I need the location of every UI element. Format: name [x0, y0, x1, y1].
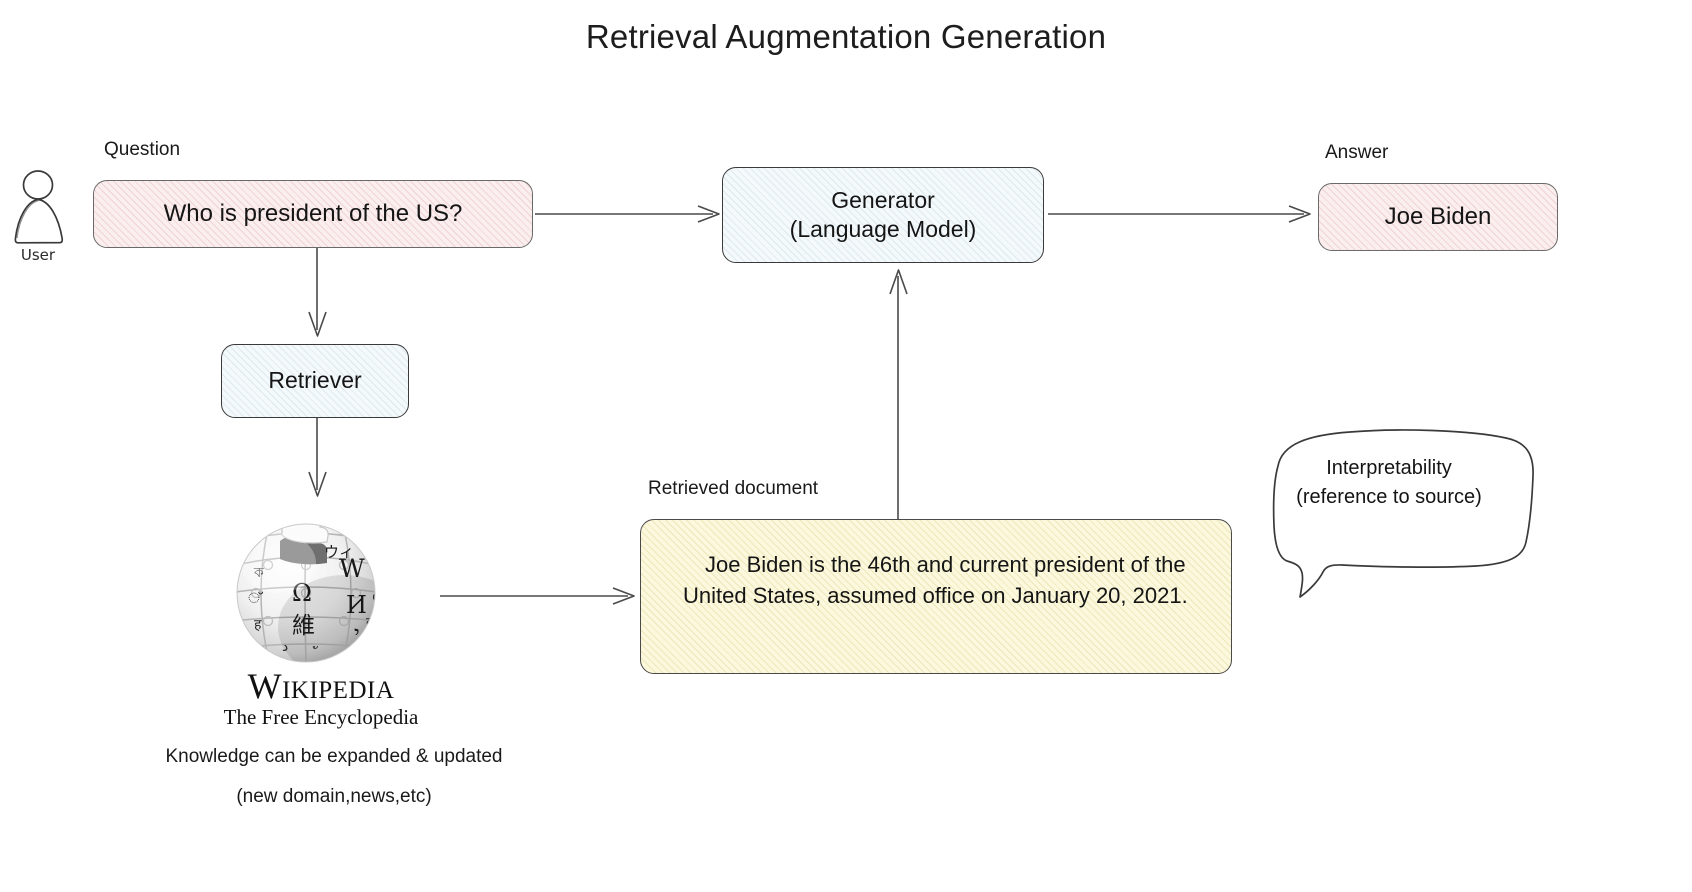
- bubble-line-1: Interpretability: [1326, 457, 1452, 479]
- svg-text:W: W: [339, 554, 365, 583]
- arrow-question-to-generator: [533, 196, 733, 232]
- retrieved-document-caption: Retrieved document: [648, 478, 819, 499]
- user-person-icon: [8, 168, 70, 248]
- arrow-document-to-generator: [880, 262, 922, 524]
- generator-line-1: Generator: [831, 186, 935, 213]
- svg-text:ह: ह: [254, 617, 262, 633]
- svg-text:ウィ: ウィ: [324, 543, 354, 561]
- retrieved-document-box[interactable]: Joe Biden is the 46th and current presid…: [640, 519, 1232, 674]
- diagram-title: Retrieval Augmentation Generation: [585, 18, 1107, 55]
- svg-text:ล: ล: [370, 551, 379, 569]
- svg-text:ক: ক: [253, 565, 264, 581]
- retriever-box[interactable]: Retriever: [221, 344, 409, 418]
- generator-box[interactable]: Generator (Language Model): [722, 167, 1044, 263]
- wikipedia-globe-icon: W Ω И 維 י ウィ ক ് ह د ล س क ั: [196, 505, 416, 665]
- arrow-question-to-retriever: [300, 248, 342, 348]
- knowledge-note-line-1: Knowledge can be expanded & updated: [165, 746, 503, 767]
- interpretability-speech-bubble[interactable]: [1238, 414, 1538, 606]
- user-label: User: [20, 246, 56, 264]
- question-caption: Question: [104, 139, 181, 160]
- svg-text:維: 維: [292, 613, 315, 639]
- svg-text:്: ്: [248, 589, 264, 607]
- wikipedia-tagline: The Free Encyclopedia: [223, 705, 419, 729]
- arrow-retriever-to-wikipedia: [300, 418, 342, 512]
- wikipedia-wordmark: Wikipedia: [247, 666, 395, 706]
- answer-box[interactable]: Joe Biden: [1318, 183, 1558, 251]
- bubble-line-2: (reference to source): [1296, 486, 1482, 508]
- svg-text:Ω: Ω: [292, 579, 312, 607]
- svg-text:د: د: [282, 639, 288, 655]
- answer-caption: Answer: [1325, 142, 1389, 163]
- wikipedia-knowledge-source[interactable]: W Ω И 維 י ウィ ক ് ह د ล س क ั: [196, 505, 452, 735]
- arrow-wikipedia-to-document: [438, 578, 648, 614]
- arrow-generator-to-answer: [1046, 196, 1326, 232]
- svg-text:И: И: [346, 591, 367, 619]
- generator-line-2: (Language Model): [789, 216, 977, 242]
- svg-text:س: س: [372, 583, 390, 601]
- question-box[interactable]: Who is president of the US?: [93, 180, 533, 248]
- interpretability-bubble-text: Interpretability (reference to source): [1258, 454, 1520, 512]
- svg-text:י: י: [354, 622, 360, 647]
- knowledge-note-line-2: (new domain,news,etc): [236, 786, 432, 807]
